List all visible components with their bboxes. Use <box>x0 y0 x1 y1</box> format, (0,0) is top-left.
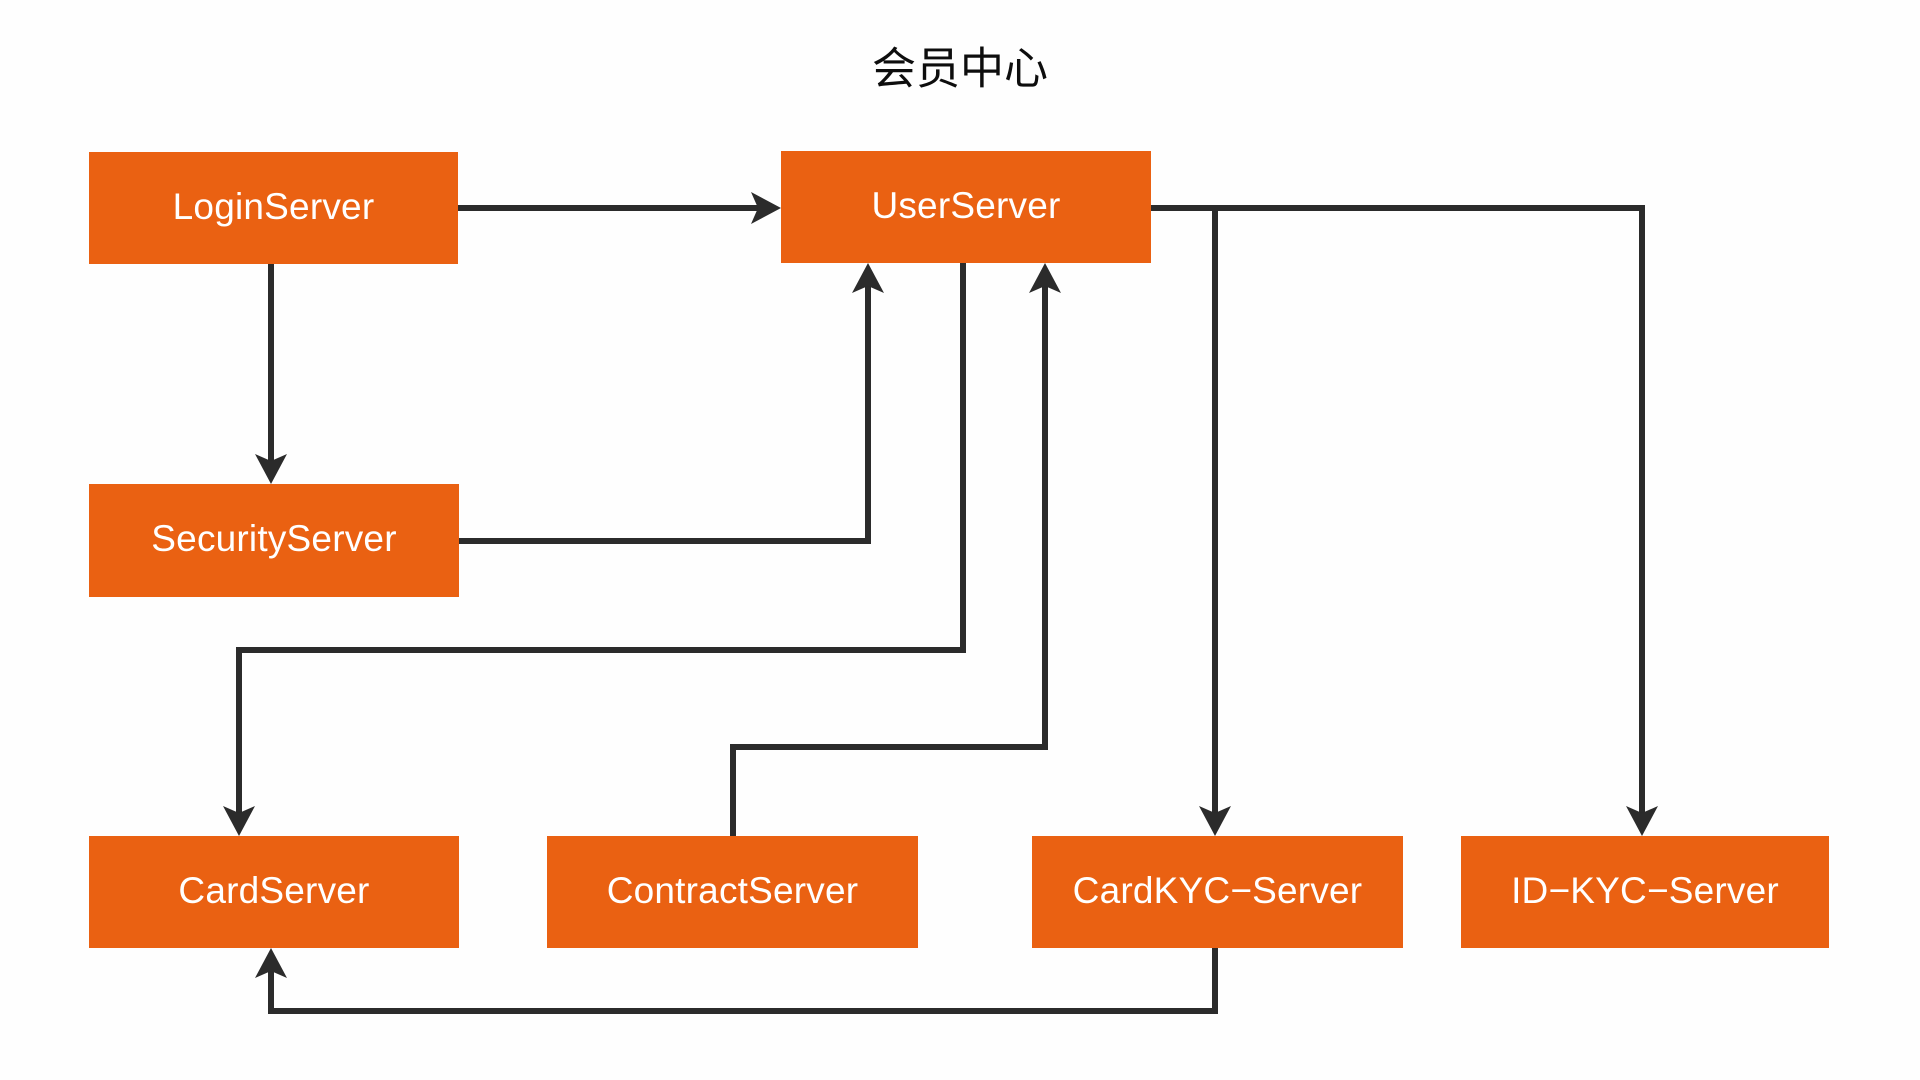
node-label: LoginServer <box>173 186 375 227</box>
arrow-head-right-icon <box>751 192 781 224</box>
edge-user-to-cardkyc <box>1151 205 1231 836</box>
edge-login-to-security <box>255 264 287 484</box>
edge-line <box>730 274 1048 836</box>
node-background[interactable] <box>547 836 918 948</box>
edge-line <box>459 274 871 544</box>
page-title: 会员中心 <box>872 45 1048 94</box>
node-background[interactable] <box>89 836 459 948</box>
node-label: ID−KYC−Server <box>1511 870 1779 911</box>
node-label: CardServer <box>178 870 369 911</box>
edge-line <box>268 948 1218 1014</box>
node-background[interactable] <box>89 152 458 264</box>
edge-user-to-idkyc <box>1151 205 1658 836</box>
node-label: CardKYC−Server <box>1073 870 1363 911</box>
node-label: UserServer <box>871 185 1060 226</box>
arrow-head-up-icon <box>255 948 287 978</box>
edge-layer <box>223 192 1658 1014</box>
node-card-server[interactable]: CardServer <box>89 836 459 948</box>
edge-login-to-user <box>458 192 781 224</box>
node-background[interactable] <box>781 151 1151 263</box>
arrow-head-down-icon <box>223 806 255 836</box>
node-background[interactable] <box>1461 836 1829 948</box>
node-security-server[interactable]: SecurityServer <box>89 484 459 597</box>
node-contract-server[interactable]: ContractServer <box>547 836 918 948</box>
node-idkyc-server[interactable]: ID−KYC−Server <box>1461 836 1829 948</box>
arrow-head-down-icon <box>1626 806 1658 836</box>
arrow-head-down-icon <box>255 454 287 484</box>
node-background[interactable] <box>89 484 459 597</box>
arrow-head-down-icon <box>1199 806 1231 836</box>
node-label: SecurityServer <box>151 518 396 559</box>
edge-user-to-card <box>223 263 966 836</box>
node-user-server[interactable]: UserServer <box>781 151 1151 263</box>
edge-line <box>236 263 966 825</box>
node-background[interactable] <box>1032 836 1403 948</box>
node-label: ContractServer <box>607 870 859 911</box>
node-cardkyc-server[interactable]: CardKYC−Server <box>1032 836 1403 948</box>
node-layer: LoginServer UserServer SecurityServer Ca… <box>89 151 1829 948</box>
arrow-head-up-icon <box>1029 263 1061 293</box>
edge-line <box>1151 205 1218 825</box>
arrow-head-up-icon <box>852 263 884 293</box>
edge-cardkyc-to-card <box>255 948 1218 1014</box>
edge-line <box>1151 205 1645 825</box>
edge-security-to-user <box>459 263 884 544</box>
node-login-server[interactable]: LoginServer <box>89 152 458 264</box>
edge-contract-to-user <box>730 263 1061 836</box>
